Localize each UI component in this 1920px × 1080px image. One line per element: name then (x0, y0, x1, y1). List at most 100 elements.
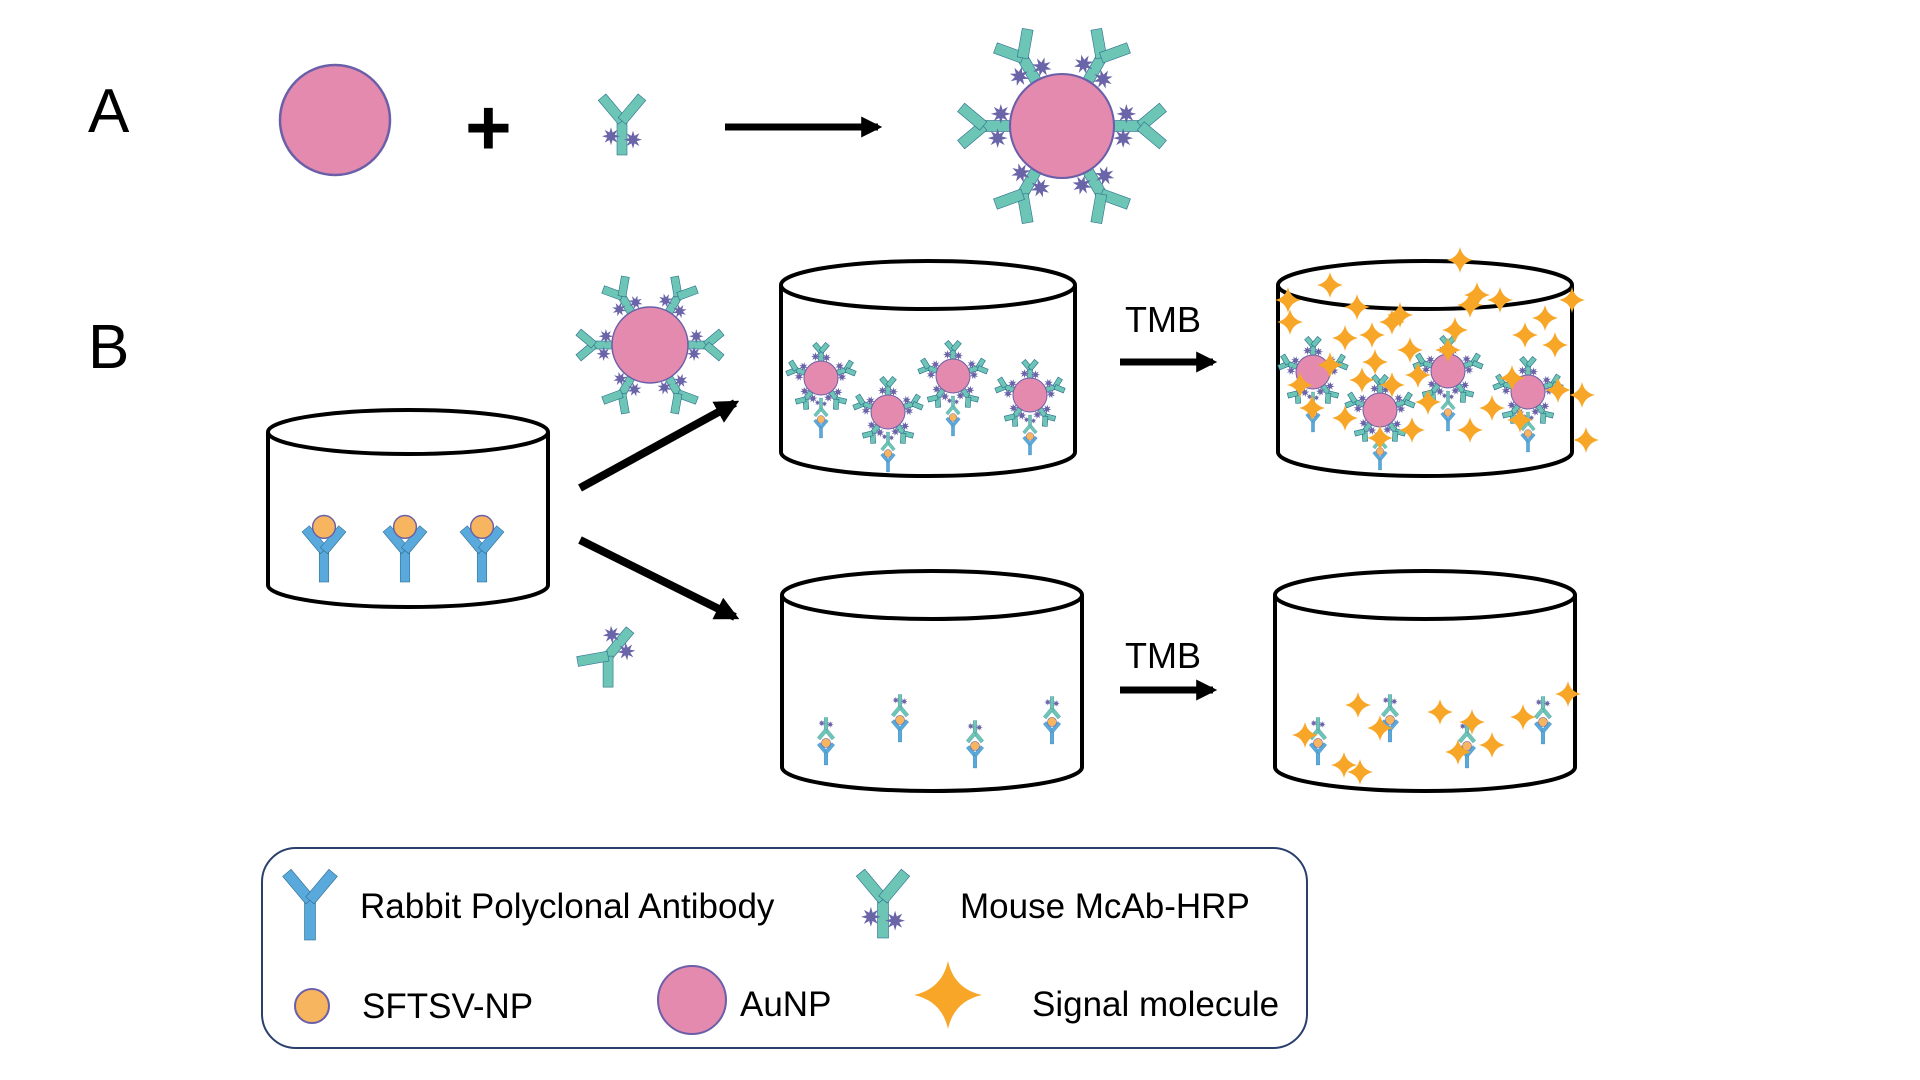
aunp-conjugate (957, 27, 1167, 225)
panel-b: TMB TMB (266, 247, 1599, 793)
sftsv-np (970, 741, 980, 751)
capture-complex (382, 514, 428, 583)
aunp (935, 358, 971, 394)
capture-complex (1520, 411, 1536, 453)
legend-label-aunp: AuNP (740, 985, 831, 1024)
signal-molecule (1287, 372, 1313, 398)
sftsv-np (883, 449, 893, 458)
hrp-antibody (1518, 356, 1538, 377)
capture-complex (891, 694, 909, 743)
capture-complex (459, 514, 505, 583)
plus-sign: + (465, 83, 512, 172)
signal-molecule (1277, 309, 1303, 335)
sftsv-np (1538, 717, 1548, 727)
hrp-antibody (880, 431, 896, 452)
signal-molecule (914, 961, 982, 1029)
tmb-label-bottom: TMB (1125, 635, 1201, 676)
capture-complex (813, 397, 829, 439)
signal-molecule (1367, 425, 1393, 451)
signal-molecule (1317, 272, 1343, 298)
capture-complex (817, 717, 835, 766)
sftsv-np (1025, 432, 1035, 441)
antibody (1022, 435, 1038, 456)
well-hrp-bound (780, 569, 1084, 793)
signal-molecule (1292, 722, 1318, 748)
signal-molecule (1344, 294, 1370, 320)
aunp-conjugate (785, 342, 857, 410)
signal-molecule (1442, 317, 1468, 343)
signal-molecule (1332, 325, 1358, 351)
legend: Rabbit Polyclonal Antibody Mouse McAb-HR… (261, 847, 1308, 1049)
signal-molecule (1367, 715, 1393, 741)
signal-molecule (1427, 699, 1453, 725)
signal-molecule (1447, 247, 1473, 273)
antibody (1440, 411, 1456, 432)
signal-molecule (1479, 732, 1505, 758)
tmb-label-top: TMB (1125, 299, 1201, 340)
panel-label-b: B (88, 313, 129, 382)
sftsv-np (1443, 408, 1453, 417)
capture-complex (1440, 390, 1456, 432)
signal-molecule (1359, 322, 1385, 348)
antibody (891, 719, 909, 743)
hrp-antibody (683, 328, 725, 362)
arrow-upper-branch (578, 399, 740, 492)
sftsv-np (821, 738, 831, 748)
well-cylinder (1273, 569, 1577, 793)
aunp-conjugate (917, 340, 989, 408)
signal-molecule (1457, 292, 1483, 318)
signal-molecule (1332, 405, 1358, 431)
capture-complex (301, 514, 347, 583)
legend-label-rabbit: Rabbit Polyclonal Antibody (360, 887, 775, 926)
legend-label-np: SFTSV-NP (362, 987, 533, 1026)
panel-a: + (278, 27, 1167, 225)
aunp (1362, 392, 1398, 428)
legend-box (261, 847, 1308, 1049)
hrp-antibody (891, 694, 909, 718)
well-cylinder (779, 259, 1077, 478)
aunp-conjugate (1344, 374, 1416, 442)
hrp-antibody (813, 397, 829, 418)
hrp-antibody (957, 102, 1016, 150)
signal-molecule (1405, 362, 1431, 388)
hrp-antibody (945, 395, 961, 416)
well-capture (266, 408, 550, 609)
aunp-bare (278, 63, 392, 177)
hrp-antibody (597, 93, 647, 156)
well-aunp-bound (779, 259, 1077, 478)
aunp (1012, 377, 1048, 413)
hrp-antibody (1020, 359, 1040, 380)
aunp (1008, 72, 1116, 180)
signal-molecule (1512, 322, 1538, 348)
hrp-antibody (811, 342, 831, 363)
signal-molecule (1435, 337, 1461, 363)
antibody (1309, 742, 1327, 766)
signal-molecule (1331, 752, 1357, 778)
signal-molecule (1510, 704, 1536, 730)
hrp-antibody (901, 393, 924, 416)
antibody (880, 452, 896, 473)
aunp-conjugate (957, 27, 1167, 225)
hrp-antibody (993, 163, 1050, 225)
hrp-antibody (943, 340, 963, 361)
signal-molecule (1399, 417, 1425, 443)
hrp-antibody (1022, 414, 1038, 435)
signal-molecule (1555, 681, 1581, 707)
aunp-conjugate (994, 359, 1066, 427)
hrp-antibody (1534, 696, 1552, 720)
sftsv-np-icon (294, 988, 330, 1024)
hrp-antibody (817, 717, 835, 741)
aunp (870, 394, 906, 430)
signal-molecule (1347, 759, 1373, 785)
signal-molecule (1559, 287, 1585, 313)
signal-molecule (1275, 287, 1301, 313)
antibody (1534, 721, 1552, 745)
signal-molecule (1345, 692, 1371, 718)
aunp-icon (657, 965, 727, 1035)
legend-label-mouse: Mouse McAb-HRP (960, 887, 1250, 926)
hrp-antibody (1440, 390, 1456, 411)
sftsv-np (1523, 429, 1533, 438)
aunp (803, 360, 839, 396)
hrp-antibody (1108, 102, 1167, 150)
signal-molecule (1545, 377, 1571, 403)
